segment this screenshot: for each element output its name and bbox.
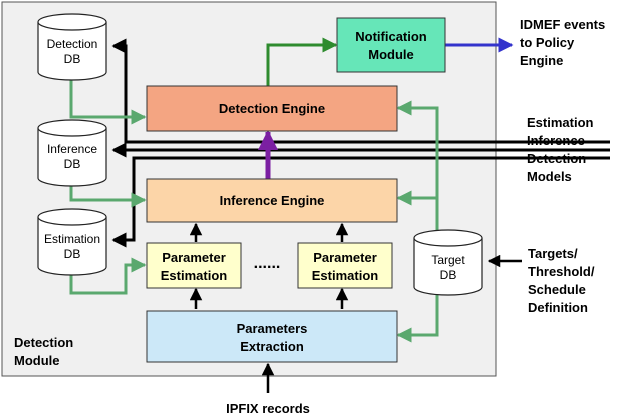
- inference-db-label-1: Inference: [47, 142, 97, 156]
- inference-engine-label: Inference Engine: [220, 193, 325, 208]
- notification-label-1: Notification: [355, 29, 427, 44]
- target-db: Target DB: [413, 229, 483, 296]
- detection-engine-label: Detection Engine: [219, 101, 325, 116]
- param-est-1-label-2: Estimation: [161, 268, 228, 283]
- svg-text:Definition: Definition: [528, 300, 588, 315]
- black-flow-arrows: [189, 222, 522, 393]
- module-label-2: Module: [14, 353, 60, 368]
- estimation-db-label-2: DB: [64, 247, 81, 261]
- estimation-db-label-1: Estimation: [44, 232, 100, 246]
- ellipsis-dots: ......: [254, 255, 281, 272]
- notification-module-box: Notification Module: [336, 17, 446, 73]
- inference-db: Inference DB: [37, 119, 107, 187]
- notification-label-2: Module: [368, 47, 414, 62]
- idmef-label: IDMEF events to Policy Engine: [520, 17, 605, 68]
- ipfix-label: IPFIX records: [226, 401, 310, 416]
- svg-text:Inference: Inference: [527, 133, 585, 148]
- svg-text:Estimation: Estimation: [527, 115, 594, 130]
- svg-text:Schedule: Schedule: [528, 282, 586, 297]
- parameter-estimation-box-1: Parameter Estimation: [146, 242, 242, 289]
- parameters-extraction-box: Parameters Extraction: [146, 310, 398, 363]
- svg-text:Detection: Detection: [527, 151, 586, 166]
- svg-text:Targets/: Targets/: [528, 246, 578, 261]
- param-est-2-label-2: Estimation: [312, 268, 379, 283]
- param-est-1-label-1: Parameter: [162, 250, 226, 265]
- svg-text:Engine: Engine: [520, 53, 563, 68]
- params-extraction-label-2: Extraction: [240, 339, 304, 354]
- params-extraction-label-1: Parameters: [237, 321, 308, 336]
- inference-db-label-2: DB: [64, 157, 81, 171]
- target-db-label-1: Target: [431, 253, 465, 267]
- models-label: Estimation Inference Detection Models: [527, 115, 594, 184]
- green-arrows: [69, 80, 439, 343]
- svg-text:to Policy: to Policy: [520, 35, 575, 50]
- svg-text:IDMEF events: IDMEF events: [520, 17, 605, 32]
- detection-db-label-1: Detection: [47, 37, 98, 51]
- parameter-estimation-box-2: Parameter Estimation: [297, 242, 393, 289]
- estimation-db: Estimation DB: [37, 208, 107, 276]
- detection-engine-box: Detection Engine: [146, 85, 398, 132]
- svg-text:Models: Models: [527, 169, 572, 184]
- inference-engine-box: Inference Engine: [146, 178, 398, 223]
- svg-text:Threshold/: Threshold/: [528, 264, 595, 279]
- arrow-detection-to-notification: [266, 37, 338, 86]
- module-label-1: Detection: [14, 335, 73, 350]
- target-db-label-2: DB: [440, 268, 457, 282]
- param-est-2-label-1: Parameter: [313, 250, 377, 265]
- targets-label: Targets/ Threshold/ Schedule Definition: [528, 246, 595, 315]
- detection-db: Detection DB: [37, 13, 107, 81]
- detection-db-label-2: DB: [64, 52, 81, 66]
